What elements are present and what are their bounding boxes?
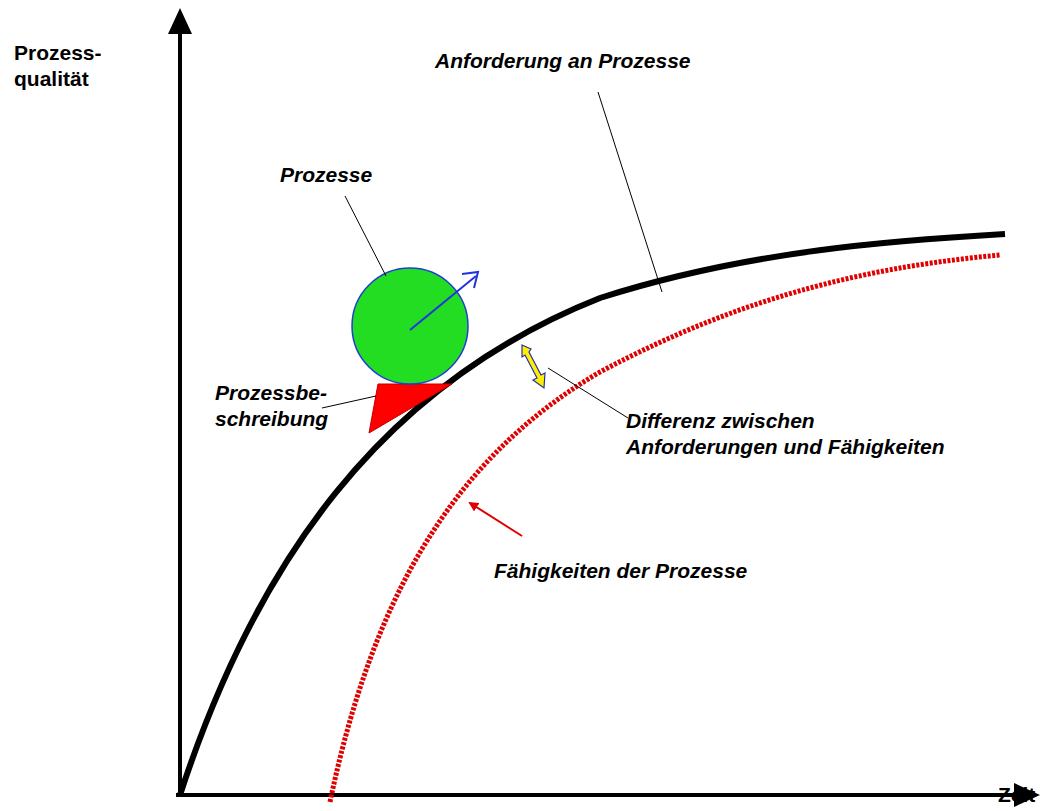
y-axis-head <box>168 8 192 34</box>
difference-arrow <box>522 345 545 388</box>
direction-arrow <box>410 276 476 330</box>
curve-label: Anforderung an Prozesse <box>435 48 755 74</box>
leader-line <box>548 368 628 418</box>
leader-arrow <box>470 503 522 536</box>
leader-line <box>345 196 386 276</box>
capability-curve <box>330 255 1000 802</box>
axis-label: Prozess- qualität <box>14 40 132 92</box>
leader-line <box>598 92 662 292</box>
y-axis <box>178 30 182 797</box>
requirement-curve <box>180 234 1005 795</box>
callout-label: Prozesse <box>280 162 400 188</box>
x-axis <box>176 793 1015 797</box>
axis-label: Zeit <box>998 782 1045 808</box>
callout-label: Prozessbe- schreibung <box>215 380 327 432</box>
leader-line <box>322 396 376 408</box>
curve-label: Fähigkeiten der Prozesse <box>494 558 814 584</box>
description-wedge <box>369 384 452 433</box>
direction-arrow-head <box>462 272 478 288</box>
process-circle <box>352 268 468 384</box>
callout-label: Differenz zwischen Anforderungen und Fäh… <box>626 408 971 460</box>
